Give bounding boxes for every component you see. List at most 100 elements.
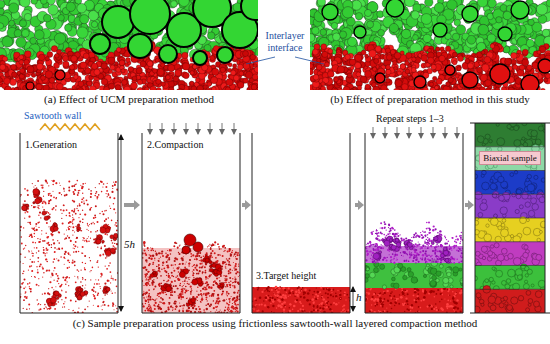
- particle: [413, 4, 421, 12]
- particle: [150, 86, 157, 90]
- particle: [34, 30, 44, 40]
- particle: [503, 11, 512, 20]
- particle: [348, 37, 357, 46]
- particle: [378, 29, 385, 36]
- particle: [31, 0, 37, 4]
- particle: [69, 65, 74, 70]
- particle: [317, 0, 325, 6]
- particle: [193, 51, 207, 65]
- particle: [250, 54, 256, 60]
- particle: [175, 70, 182, 77]
- particle: [108, 57, 115, 64]
- particle: [434, 3, 444, 13]
- particle: [210, 55, 215, 60]
- particle: [225, 87, 230, 90]
- particle: [121, 69, 125, 73]
- particle: [161, 82, 166, 87]
- particle: [485, 88, 492, 90]
- particle: [159, 45, 177, 63]
- particle: [241, 0, 258, 20]
- particle: [40, 0, 47, 4]
- particle: [77, 27, 88, 38]
- particle: [37, 63, 44, 70]
- particle: [389, 23, 398, 32]
- particle: [254, 67, 258, 73]
- particle: [126, 58, 131, 63]
- particle: [85, 68, 91, 74]
- particle: [243, 50, 250, 57]
- particle: [0, 0, 5, 8]
- particle: [155, 58, 159, 62]
- particle: [183, 72, 189, 78]
- particle: [122, 79, 128, 85]
- particle: [546, 0, 550, 7]
- particle: [90, 34, 110, 54]
- particle: [158, 63, 164, 69]
- particle: [467, 35, 476, 44]
- particle: [22, 29, 30, 37]
- particle: [310, 69, 313, 75]
- particle: [31, 73, 36, 78]
- particle: [142, 85, 148, 90]
- particle: [182, 63, 189, 70]
- particle: [11, 64, 17, 70]
- particle: [252, 74, 258, 80]
- particle: [83, 53, 89, 59]
- particle: [0, 64, 6, 70]
- particle: [0, 78, 3, 83]
- particle: [77, 88, 84, 90]
- particle: [140, 61, 146, 67]
- particle: [74, 75, 79, 80]
- particle: [251, 84, 257, 90]
- particle: [119, 60, 125, 66]
- particle: [487, 13, 494, 20]
- particle: [447, 0, 458, 10]
- particle: [474, 62, 479, 67]
- particle: [78, 81, 84, 87]
- particle: [197, 85, 204, 90]
- particle: [66, 2, 75, 11]
- particle: [156, 79, 161, 84]
- particle: [80, 15, 89, 24]
- particle: [411, 11, 419, 19]
- particle: [43, 85, 49, 90]
- particle: [171, 1, 178, 8]
- particle: [12, 65, 18, 71]
- particle: [412, 35, 418, 41]
- particle: [168, 87, 174, 90]
- particle: [124, 86, 131, 90]
- particle: [364, 9, 371, 16]
- particle: [500, 4, 507, 11]
- particle: [233, 75, 239, 81]
- particle: [48, 5, 58, 15]
- particle: [69, 65, 74, 70]
- particle: [239, 71, 244, 76]
- particle: [477, 0, 487, 7]
- particle: [137, 79, 142, 84]
- particle: [435, 47, 440, 52]
- particle: [233, 64, 237, 68]
- particle: [43, 14, 51, 22]
- particle: [522, 49, 528, 55]
- particle: [190, 81, 194, 85]
- particle: [5, 86, 12, 90]
- particle: [19, 20, 26, 27]
- particle: [102, 6, 134, 38]
- particle: [91, 63, 97, 69]
- particle: [77, 3, 87, 13]
- particle: [147, 61, 153, 67]
- particle: [0, 8, 4, 15]
- particle: [367, 21, 374, 28]
- particle: [179, 0, 190, 7]
- particle: [189, 81, 194, 86]
- particle: [310, 34, 315, 42]
- particle: [19, 60, 24, 65]
- particle: [211, 77, 218, 84]
- particle: [26, 82, 34, 90]
- particle: [487, 34, 495, 42]
- particle: [342, 7, 353, 18]
- particle: [9, 3, 19, 13]
- particle: [128, 67, 133, 72]
- particle: [243, 51, 249, 57]
- particle: [452, 33, 459, 40]
